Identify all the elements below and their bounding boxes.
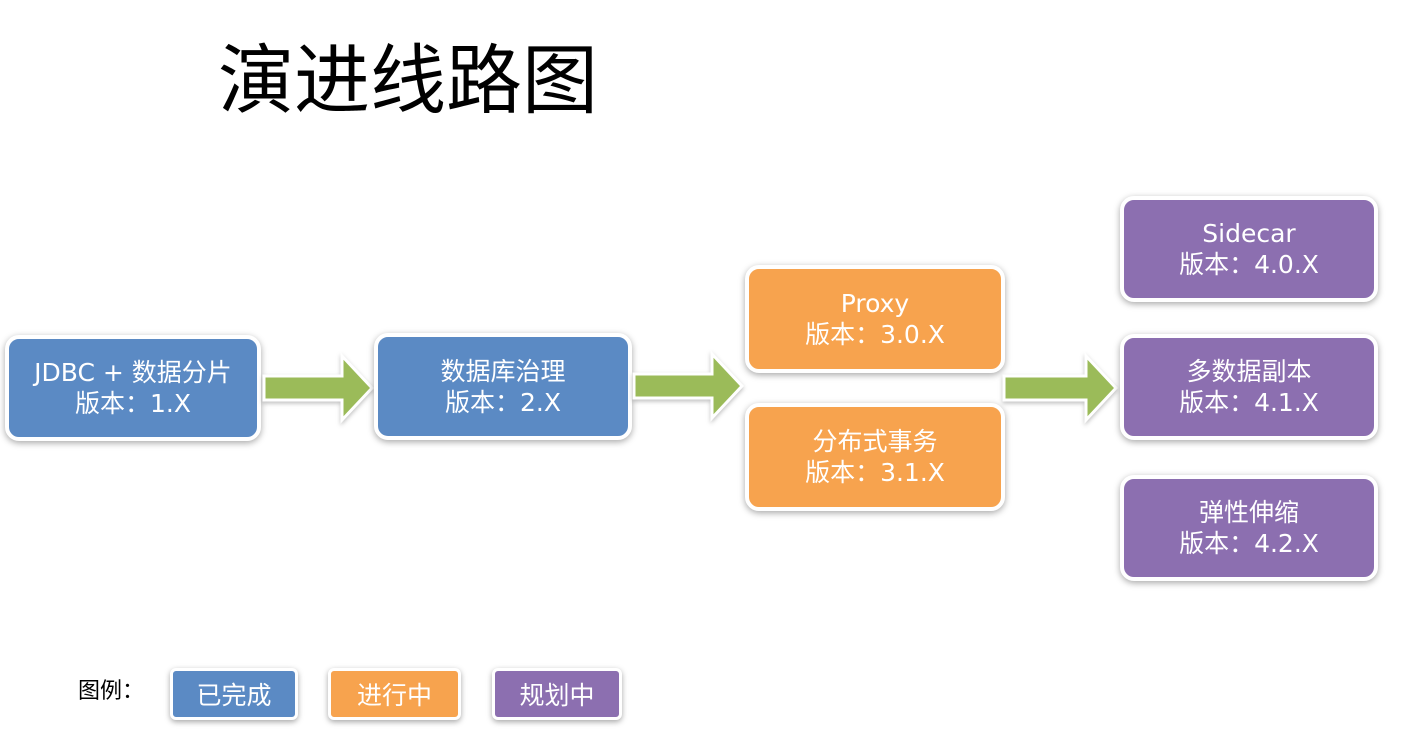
node-sidecar[interactable]: Sidecar 版本：4.0.X xyxy=(1120,196,1378,302)
node-jdbc-title: JDBC + 数据分片 xyxy=(34,358,232,387)
node-replica-version: 版本：4.1.X xyxy=(1179,388,1319,417)
node-multi-replica[interactable]: 多数据副本 版本：4.1.X xyxy=(1120,334,1378,440)
node-jdbc-sharding[interactable]: JDBC + 数据分片 版本：1.X xyxy=(5,335,261,441)
arrow-right-icon xyxy=(262,352,375,424)
node-jdbc-version: 版本：1.X xyxy=(75,389,191,418)
node-proxy-title: Proxy xyxy=(840,289,910,318)
node-elastic-scaling[interactable]: 弹性伸缩 版本：4.2.X xyxy=(1120,475,1378,581)
node-sidecar-title: Sidecar xyxy=(1202,219,1296,248)
arrow-right-icon xyxy=(1002,352,1119,424)
node-governance-version: 版本：2.X xyxy=(445,387,561,417)
node-replica-title: 多数据副本 xyxy=(1186,357,1312,386)
node-governance-title: 数据库治理 xyxy=(440,356,566,386)
node-elastic-version: 版本：4.2.X xyxy=(1179,529,1319,558)
node-database-governance[interactable]: 数据库治理 版本：2.X xyxy=(374,333,632,440)
node-transaction-title: 分布式事务 xyxy=(812,427,938,456)
node-elastic-title: 弹性伸缩 xyxy=(1198,498,1299,527)
legend-label: 图例： xyxy=(78,679,145,704)
node-proxy-version: 版本：3.0.X xyxy=(805,320,945,349)
arrow-right-icon xyxy=(632,350,745,422)
legend-planned: 规划中 xyxy=(492,668,622,720)
legend-in-progress: 进行中 xyxy=(328,668,461,720)
node-proxy[interactable]: Proxy 版本：3.0.X xyxy=(745,265,1005,373)
page-title: 演进线路图 xyxy=(218,36,598,125)
node-distributed-transaction[interactable]: 分布式事务 版本：3.1.X xyxy=(745,403,1005,511)
legend-done: 已完成 xyxy=(170,668,298,720)
node-sidecar-version: 版本：4.0.X xyxy=(1179,250,1319,279)
node-transaction-version: 版本：3.1.X xyxy=(805,458,945,487)
